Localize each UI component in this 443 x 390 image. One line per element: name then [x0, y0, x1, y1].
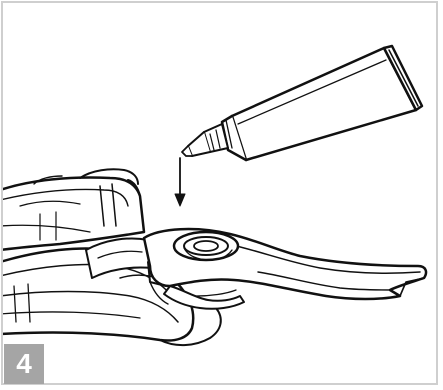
lubricant-tube: [222, 46, 422, 160]
drop-arrow: [175, 158, 185, 206]
pivot-bolt: [174, 232, 238, 260]
tube-nozzle: [182, 124, 228, 156]
step-number-badge: 4: [4, 344, 44, 384]
